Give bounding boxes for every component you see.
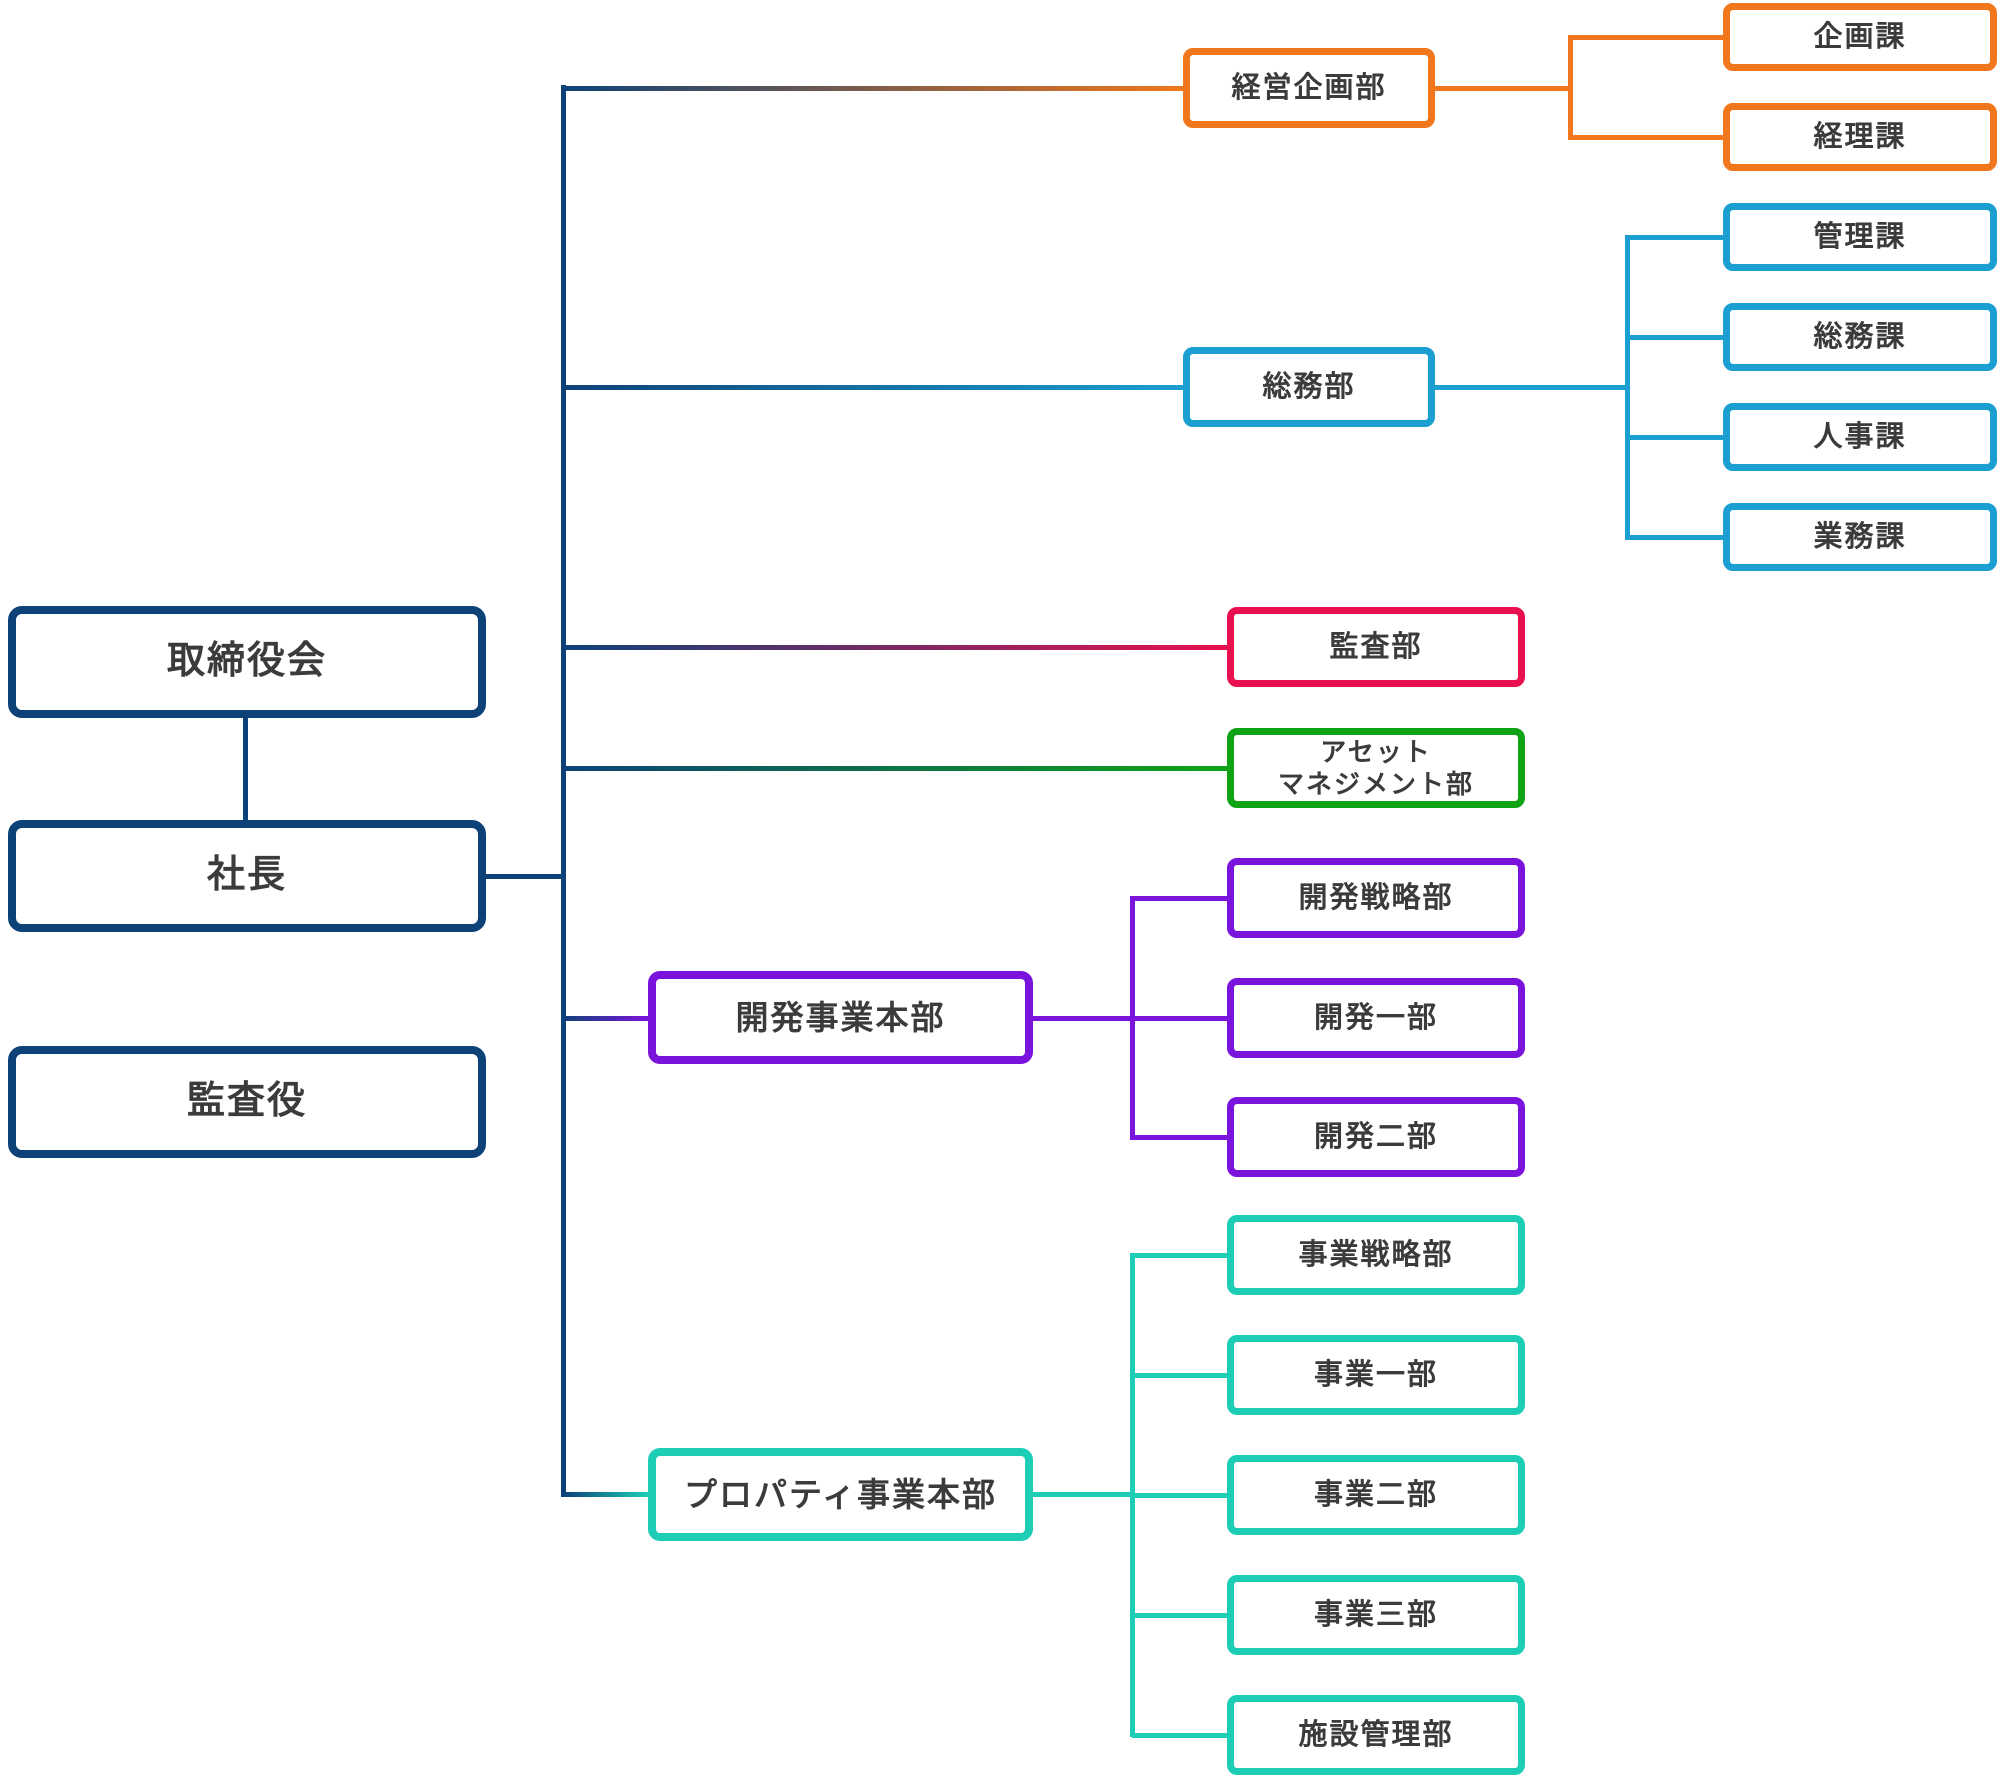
line-feed-somu xyxy=(563,384,1183,390)
line-feed-asset xyxy=(563,765,1227,771)
line-feed-kaihatsu-hq xyxy=(563,1015,648,1021)
org-node-keiri-ka: 経理課 xyxy=(1723,103,1997,171)
line-feed-kansa xyxy=(563,644,1227,650)
line-president-trunk xyxy=(482,873,566,879)
line-property-branch xyxy=(1033,1491,1135,1497)
org-node-kaihatsu-2: 開発二部 xyxy=(1227,1097,1525,1177)
org-node-jigyo-2: 事業二部 xyxy=(1227,1455,1525,1535)
line-feed-property-hq xyxy=(563,1491,648,1497)
org-node-kaihatsu-senryaku: 開発戦略部 xyxy=(1227,858,1525,938)
org-node-auditor: 監査役 xyxy=(8,1046,486,1158)
org-node-kansa-bu: 監査部 xyxy=(1227,607,1525,687)
org-node-keiei-kikaku: 経営企画部 xyxy=(1183,48,1435,128)
org-node-jinji-ka: 人事課 xyxy=(1723,403,1997,471)
line-main-trunk xyxy=(560,85,566,1497)
org-node-jigyo-senryaku: 事業戦略部 xyxy=(1227,1215,1525,1295)
line-board-president xyxy=(242,716,248,822)
line-to-jigyo-senryaku xyxy=(1132,1252,1227,1258)
line-to-kaihatsu-2 xyxy=(1132,1134,1227,1140)
org-node-kanri-ka: 管理課 xyxy=(1723,203,1997,271)
org-node-kaihatsu-hq: 開発事業本部 xyxy=(648,971,1033,1064)
line-kaihatsu-branch xyxy=(1033,1015,1135,1021)
org-node-jigyo-3: 事業三部 xyxy=(1227,1575,1525,1655)
line-to-kikaku-ka xyxy=(1570,34,1723,40)
line-to-jigyo-1 xyxy=(1132,1372,1227,1378)
org-node-board: 取締役会 xyxy=(8,606,486,718)
line-to-kanri-ka xyxy=(1627,234,1723,240)
line-to-jigyo-3 xyxy=(1132,1612,1227,1618)
line-to-kaihatsu-senryaku xyxy=(1132,895,1227,901)
org-node-kaihatsu-1: 開発一部 xyxy=(1227,978,1525,1058)
line-feed-keiei-kikaku xyxy=(563,85,1183,91)
line-somu-branch xyxy=(1435,384,1630,390)
org-node-asset-mgmt: アセット マネジメント部 xyxy=(1227,728,1525,808)
line-to-shisetsu-kanri xyxy=(1132,1732,1227,1738)
org-node-somu-ka: 総務課 xyxy=(1723,303,1997,371)
line-to-jinji-ka xyxy=(1627,434,1723,440)
org-node-president: 社長 xyxy=(8,820,486,932)
line-to-gyomu-ka xyxy=(1627,534,1723,540)
line-somu-trunk xyxy=(1624,235,1630,540)
org-node-somu-bu: 総務部 xyxy=(1183,347,1435,427)
line-to-keiri-ka xyxy=(1570,134,1723,140)
line-to-somu-ka xyxy=(1627,334,1723,340)
org-node-property-hq: プロパティ事業本部 xyxy=(648,1448,1033,1541)
line-to-kaihatsu-1 xyxy=(1132,1015,1227,1021)
line-keiei-branch xyxy=(1435,85,1573,91)
line-keiei-trunk xyxy=(1567,35,1573,140)
org-node-kikaku-ka: 企画課 xyxy=(1723,3,1997,71)
org-node-jigyo-1: 事業一部 xyxy=(1227,1335,1525,1415)
org-node-shisetsu-kanri: 施設管理部 xyxy=(1227,1695,1525,1775)
line-to-jigyo-2 xyxy=(1132,1492,1227,1498)
org-node-gyomu-ka: 業務課 xyxy=(1723,503,1997,571)
